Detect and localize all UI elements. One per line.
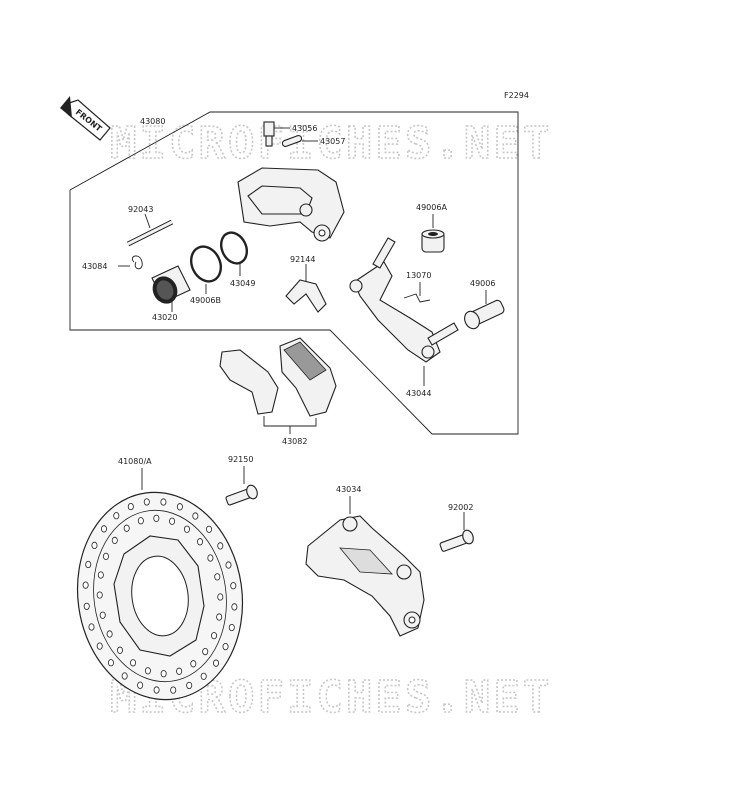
disc-hole bbox=[160, 498, 167, 506]
disc-hole bbox=[113, 512, 120, 520]
disc-hole bbox=[176, 503, 183, 511]
holder-part bbox=[349, 237, 459, 363]
label-92150: 92150 bbox=[228, 455, 253, 464]
disc-hole bbox=[217, 593, 224, 601]
label-43057: 43057 bbox=[320, 137, 345, 146]
pad-spring-part bbox=[285, 279, 327, 313]
disc-hole bbox=[228, 623, 235, 632]
label-43082: 43082 bbox=[282, 437, 307, 446]
label-49006B: 49006B bbox=[190, 296, 221, 305]
disc-hole bbox=[99, 611, 106, 619]
bleed-cap-part bbox=[281, 135, 303, 147]
disc-hole bbox=[206, 525, 213, 533]
dust-seal-part bbox=[190, 245, 222, 283]
label-92043: 92043 bbox=[128, 205, 153, 214]
bracket-bolt-part bbox=[439, 529, 474, 552]
disc-hole bbox=[207, 554, 214, 562]
disc-hole bbox=[230, 582, 237, 590]
watermark-top: MICROFICHES.NET bbox=[110, 118, 552, 169]
figure-code: F2294 bbox=[504, 91, 529, 100]
disc-hole bbox=[222, 643, 229, 651]
disc-hole bbox=[153, 514, 160, 522]
boot-part bbox=[464, 299, 505, 330]
disc-hole bbox=[137, 517, 144, 525]
boot-a-part bbox=[421, 229, 445, 253]
label-92002: 92002 bbox=[448, 503, 473, 512]
clip-part bbox=[131, 255, 143, 270]
disc-hole bbox=[106, 630, 113, 638]
disc-hole bbox=[102, 552, 109, 560]
disc-hole bbox=[82, 581, 89, 589]
disc-hole bbox=[144, 667, 151, 675]
disc-hole bbox=[216, 613, 223, 621]
front-arrow-icon: FRONT bbox=[60, 96, 111, 141]
disc-hole bbox=[130, 659, 137, 667]
label-92144: 92144 bbox=[290, 255, 315, 264]
label-13070: 13070 bbox=[406, 271, 431, 280]
label-41080A: 41080/A bbox=[118, 457, 152, 466]
label-43044: 43044 bbox=[406, 389, 431, 398]
disc-bolt-part bbox=[225, 484, 258, 506]
disc-hole bbox=[213, 659, 220, 667]
disc-hole bbox=[176, 667, 183, 675]
label-43034: 43034 bbox=[336, 485, 361, 494]
disc-hole bbox=[190, 660, 197, 668]
label-43084: 43084 bbox=[82, 262, 107, 271]
disc-hole bbox=[97, 571, 104, 579]
caliper-body bbox=[237, 167, 345, 242]
disc-hole bbox=[200, 672, 207, 680]
disc-hole bbox=[197, 538, 204, 546]
disc-hole bbox=[127, 502, 134, 511]
label-43020: 43020 bbox=[152, 313, 177, 322]
bleed-valve-part bbox=[263, 121, 275, 147]
disc-hole bbox=[96, 591, 103, 599]
disc-hole bbox=[111, 536, 118, 544]
disc-hole bbox=[91, 541, 98, 549]
brake-disc-part bbox=[76, 491, 244, 701]
disc-hole bbox=[214, 573, 221, 581]
disc-hole bbox=[231, 603, 238, 611]
disc-hole bbox=[83, 602, 90, 610]
disc-hole bbox=[100, 525, 107, 533]
disc-hole bbox=[85, 560, 92, 569]
disc-hole bbox=[121, 672, 128, 680]
caliper-bracket-part bbox=[305, 515, 425, 637]
caliper-assy-outline bbox=[69, 111, 519, 435]
disc-hole bbox=[107, 659, 114, 667]
disc-hole bbox=[183, 525, 190, 533]
disc-hole bbox=[160, 670, 167, 678]
disc-hole bbox=[169, 517, 176, 525]
disc-hole bbox=[96, 642, 103, 650]
label-49006A: 49006A bbox=[416, 203, 447, 212]
disc-hole bbox=[143, 498, 150, 506]
disc-hole bbox=[137, 681, 144, 689]
disc-hole bbox=[211, 632, 218, 640]
disc-hole bbox=[123, 524, 130, 532]
spring-plate-part bbox=[403, 293, 431, 303]
label-43049: 43049 bbox=[230, 279, 255, 288]
disc-hole bbox=[116, 646, 123, 654]
label-43080: 43080 bbox=[140, 117, 165, 126]
disc-hole bbox=[186, 681, 193, 690]
piston-part bbox=[151, 265, 191, 304]
disc-hole bbox=[225, 561, 232, 569]
disc-hole bbox=[170, 686, 177, 694]
disc-hole bbox=[202, 648, 209, 656]
disc-hole bbox=[192, 512, 199, 520]
pad-set-part bbox=[219, 337, 337, 417]
label-43056: 43056 bbox=[292, 124, 317, 133]
label-49006: 49006 bbox=[470, 279, 495, 288]
disc-hole bbox=[153, 686, 160, 694]
disc-hole bbox=[88, 623, 95, 631]
piston-seal-part bbox=[219, 231, 249, 265]
disc-hole bbox=[217, 542, 224, 550]
